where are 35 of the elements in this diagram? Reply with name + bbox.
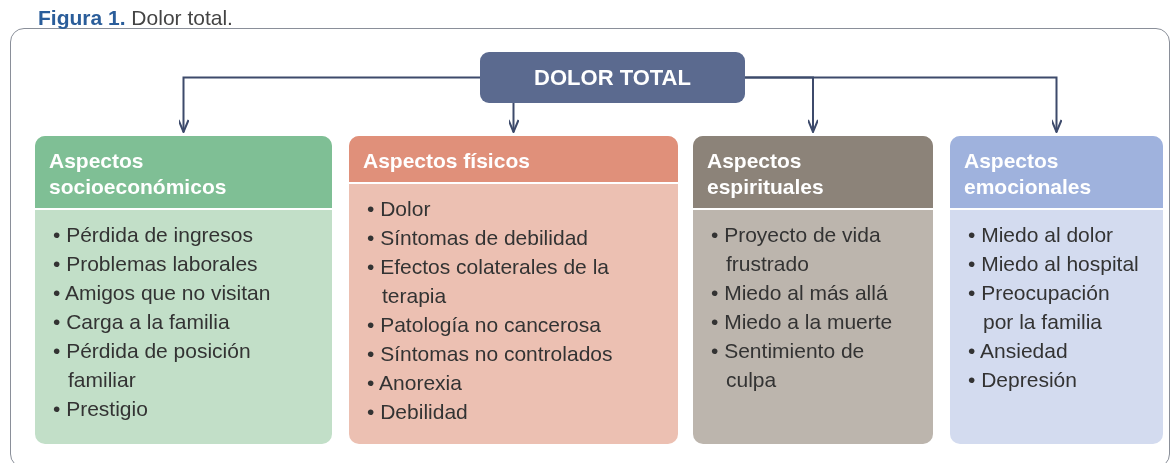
category-card [35, 136, 332, 444]
list-item: • Debilidad [367, 399, 469, 425]
list-item: • Miedo al dolor [968, 222, 1115, 248]
list-item: • Miedo a la muerte [711, 309, 894, 335]
card-heading: Aspectos espirituales [693, 136, 933, 210]
list-item: • Patología no cancerosa [367, 312, 602, 338]
card-heading: Aspectos emocionales [950, 136, 1163, 210]
list-item: • Anorexia [367, 370, 463, 396]
list-item: • Proyecto de vida frustrado [711, 222, 882, 277]
list-item: • Pérdida de ingresos [53, 222, 254, 248]
list-item: • Preocupación por la familia [968, 280, 1111, 335]
list-item: • Depresión [968, 367, 1078, 393]
card-heading: Aspectos socioeconómicos [35, 136, 332, 210]
list-item: • Miedo al más allá [711, 280, 889, 306]
list-item: • Carga a la familia [53, 309, 231, 335]
list-item: • Miedo al hospital [968, 251, 1140, 277]
category-card [349, 136, 678, 444]
arrow [177, 76, 481, 133]
card-heading: Aspectos físicos [349, 136, 678, 184]
list-item: • Sentimiento de culpa [711, 338, 866, 393]
root-box: DOLOR TOTAL [480, 52, 745, 103]
category-card [950, 136, 1163, 444]
list-item: • Prestigio [53, 396, 149, 422]
list-item: • Síntomas no controlados [367, 341, 614, 367]
list-item: • Problemas laborales [53, 251, 259, 277]
list-item: • Ansiedad [968, 338, 1069, 364]
list-item: • Síntomas de debilidad [367, 225, 589, 251]
list-item: • Efectos colaterales de la terapia [367, 254, 610, 309]
arrow [744, 76, 1063, 133]
category-card [693, 136, 933, 444]
figure-title: Figura 1. Dolor total. [38, 6, 233, 30]
arrow [507, 102, 520, 133]
list-item: • Amigos que no visitan [53, 280, 272, 306]
list-item: • Dolor [367, 196, 432, 222]
list-item: • Pérdida de posición familiar [53, 338, 252, 393]
